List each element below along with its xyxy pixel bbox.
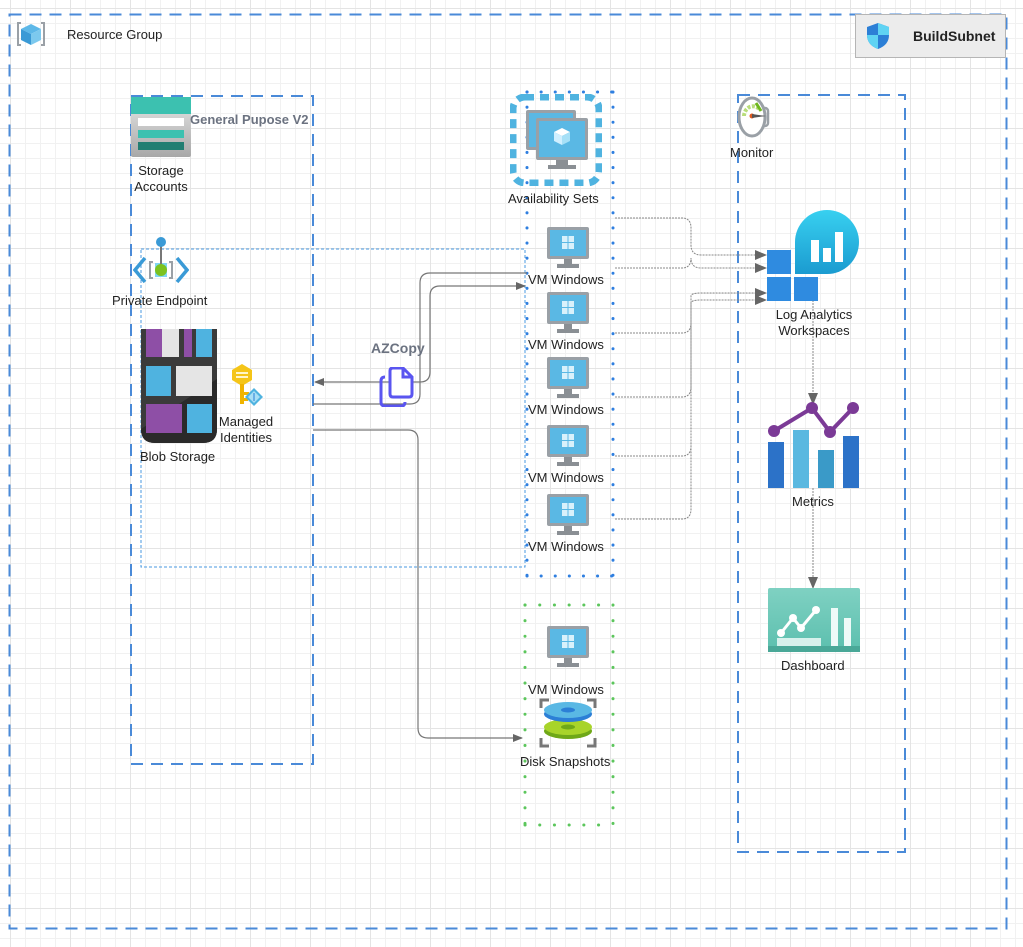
vm-windows-icon[interactable]: [546, 291, 590, 335]
blob-storage-icon[interactable]: [141, 329, 217, 443]
vm-windows-icon[interactable]: [546, 356, 590, 400]
managed-identities-label-line1: Managed: [218, 414, 274, 429]
managed-identities-label: Managed Identities: [217, 414, 275, 446]
metrics-icon[interactable]: [767, 400, 861, 490]
subnet-badge[interactable]: BuildSubnet: [855, 14, 1006, 58]
resource-group-icon: [16, 20, 46, 48]
vm-windows-icon[interactable]: [546, 625, 590, 669]
storage-accounts-icon[interactable]: [131, 97, 191, 157]
storage-accounts-label-line1: Storage: [138, 163, 184, 178]
vm-windows-label: VM Windows: [528, 470, 604, 485]
storage-accounts-label: Storage Accounts: [131, 163, 191, 195]
metrics-label: Metrics: [792, 494, 834, 509]
vm-windows-label: VM Windows: [528, 539, 604, 554]
private-endpoint-label: Private Endpoint: [112, 293, 208, 308]
monitor-label: Monitor: [730, 145, 774, 160]
copy-icon[interactable]: [379, 366, 415, 408]
availability-sets-icon[interactable]: [509, 93, 603, 187]
subnet-label: BuildSubnet: [913, 28, 996, 44]
storage-group-title: General Pupose V2: [190, 112, 309, 127]
shield-icon: [866, 22, 890, 55]
vm-windows-icon[interactable]: [546, 424, 590, 468]
vm-windows-icon[interactable]: [546, 226, 590, 270]
log-analytics-label: Log Analytics Workspaces: [770, 307, 858, 339]
dashboard-label: Dashboard: [781, 658, 845, 673]
storage-accounts-label-line2: Accounts: [134, 179, 188, 194]
availability-sets-label: Availability Sets: [508, 191, 599, 206]
snapshot-vm-label: VM Windows: [528, 682, 604, 697]
resource-group-label: Resource Group: [67, 27, 163, 42]
monitor-gauge-icon[interactable]: [737, 94, 771, 140]
vm-windows-label: VM Windows: [528, 337, 604, 352]
managed-identities-label-line2: Identities: [219, 430, 273, 445]
private-endpoint-icon[interactable]: [132, 236, 190, 286]
dashboard-icon[interactable]: [768, 588, 860, 652]
vm-windows-icon[interactable]: [546, 493, 590, 537]
disk-snapshots-label: Disk Snapshots: [520, 754, 611, 769]
vm-log-connectors: [615, 217, 767, 520]
log-analytics-icon[interactable]: [767, 210, 861, 302]
blob-storage-label: Blob Storage: [140, 449, 216, 464]
disk-snapshots-icon[interactable]: [539, 698, 597, 748]
vm-windows-label: VM Windows: [528, 272, 604, 287]
log-analytics-label-line2: Workspaces: [778, 323, 850, 338]
key-icon[interactable]: [230, 362, 264, 410]
azcopy-label: AZCopy: [371, 340, 425, 356]
log-analytics-label-line1: Log Analytics: [775, 307, 853, 322]
vm-windows-label: VM Windows: [528, 402, 604, 417]
